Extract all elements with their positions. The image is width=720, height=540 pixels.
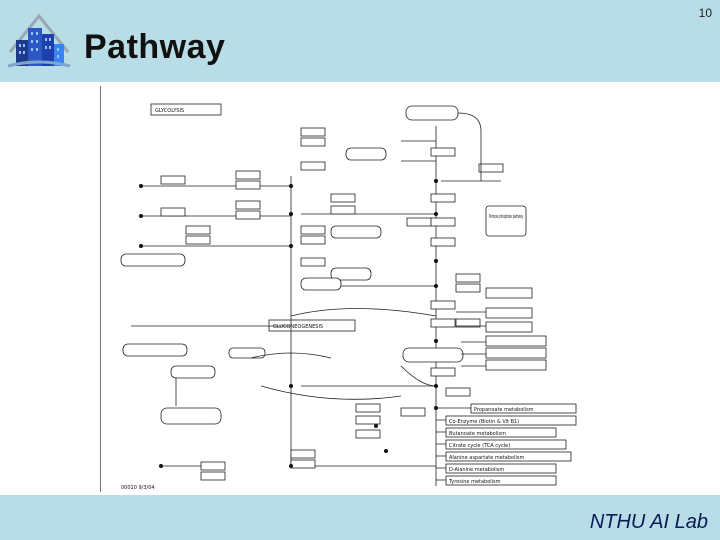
pathway-citrate: Citrate cycle (TCA cycle): [449, 443, 510, 449]
pathway-d-alanine: D-Alanine metabolism: [449, 467, 504, 473]
glycolysis-pathway-diagram: GLYCOLYSIS GLUCONEOGENESIS: [100, 86, 599, 492]
slide-header: Pathway 10: [0, 0, 720, 82]
slide-footer: NTHU AI Lab: [0, 495, 720, 540]
pathway-alanine: Alanine aspartate metabolism: [449, 455, 524, 461]
pentose-phosphate-label: Pentose phosphate pathway: [489, 214, 523, 220]
diagram-code-label: 00010 9/3/04: [121, 485, 155, 491]
pathway-coenzyme: Co-Enzyme (Biotin & Vit B1): [449, 419, 519, 425]
glycolysis-label: GLYCOLYSIS: [155, 108, 184, 114]
slide-title: Pathway: [84, 28, 226, 66]
slide-number: 10: [698, 6, 712, 20]
gluconeogenesis-label: GLUCONEOGENESIS: [273, 324, 323, 330]
pathway-tyrosine: Tyrosine metabolism: [448, 479, 501, 485]
footer-lab-name: NTHU AI Lab: [589, 511, 708, 533]
pathway-butanoate: Butanoate metabolism: [449, 431, 506, 437]
pathway-propanoate: Propanoate metabolism: [474, 407, 534, 413]
building-logo-icon: [7, 13, 71, 68]
